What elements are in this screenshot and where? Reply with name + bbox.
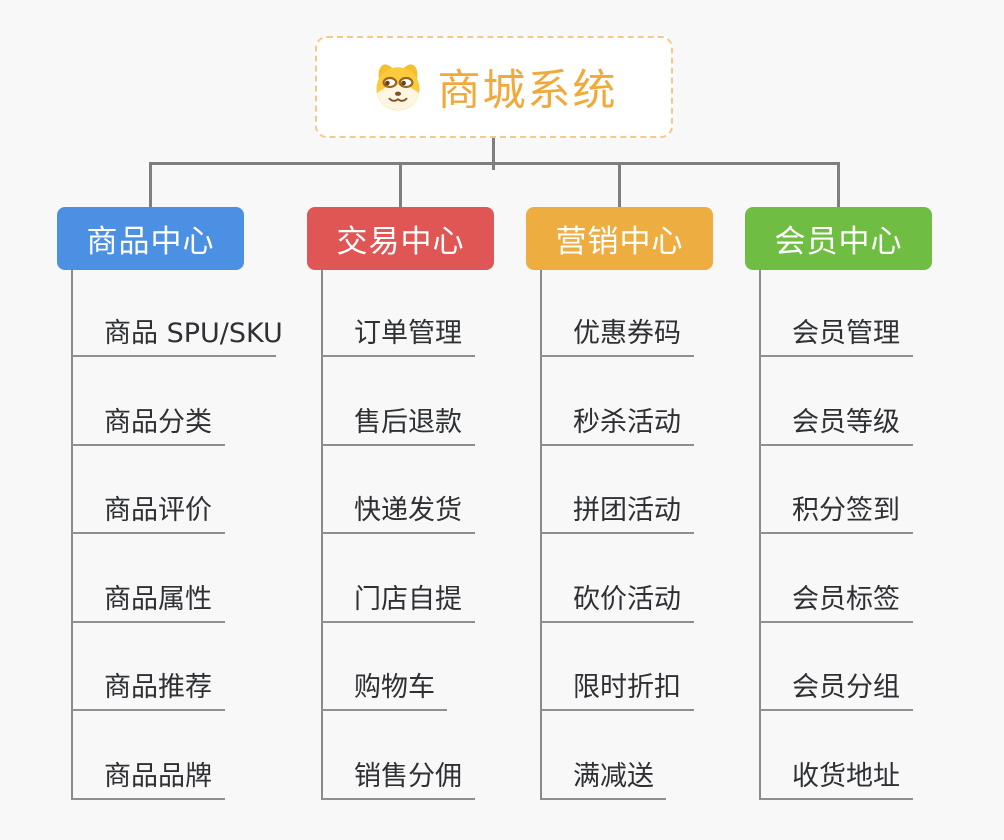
leaf-node[interactable]: 会员分组: [759, 665, 913, 711]
connector-horizontal: [149, 162, 840, 165]
branch-stem-line: [71, 270, 73, 800]
leaf-label: 优惠券码: [573, 318, 681, 350]
leaf-label: 购物车: [354, 672, 435, 704]
connector-root-stem: [492, 138, 495, 170]
leaf-label: 快递发货: [354, 495, 462, 527]
branch-stem-line: [321, 270, 323, 800]
leaf-node[interactable]: 购物车: [321, 665, 447, 711]
dog-face-icon: [371, 60, 425, 114]
leaf-node[interactable]: 会员管理: [759, 311, 913, 357]
leaf-node[interactable]: 商品 SPU/SKU: [71, 311, 283, 357]
leaf-node[interactable]: 秒杀活动: [540, 400, 694, 446]
leaf-label: 满减送: [573, 761, 654, 793]
leaf-node[interactable]: 限时折扣: [540, 665, 694, 711]
leaf-label: 商品分类: [104, 407, 212, 439]
leaf-label: 销售分佣: [354, 761, 462, 793]
leaf-label: 积分签到: [792, 495, 900, 527]
leaf-node[interactable]: 砍价活动: [540, 577, 694, 623]
leaf-node[interactable]: 销售分佣: [321, 754, 475, 800]
root-node[interactable]: 商城系统: [315, 36, 673, 138]
leaf-label: 会员分组: [792, 672, 900, 704]
leaf-label: 商品 SPU/SKU: [104, 318, 283, 350]
leaf-node[interactable]: 订单管理: [321, 311, 475, 357]
leaf-node[interactable]: 优惠券码: [540, 311, 694, 357]
leaf-node[interactable]: 商品分类: [71, 400, 225, 446]
leaf-node[interactable]: 会员等级: [759, 400, 913, 446]
leaf-label: 拼团活动: [573, 495, 681, 527]
leaf-node[interactable]: 积分签到: [759, 488, 913, 534]
leaf-label: 售后退款: [354, 407, 462, 439]
leaf-label: 会员管理: [792, 318, 900, 350]
leaf-node[interactable]: 收货地址: [759, 754, 913, 800]
leaf-node[interactable]: 快递发货: [321, 488, 475, 534]
branch-node[interactable]: 营销中心: [526, 207, 713, 270]
leaf-label: 商品推荐: [104, 672, 212, 704]
leaf-label: 会员标签: [792, 584, 900, 616]
leaf-node[interactable]: 商品评价: [71, 488, 225, 534]
leaf-label: 商品品牌: [104, 761, 212, 793]
leaf-label: 订单管理: [354, 318, 462, 350]
leaf-label: 秒杀活动: [573, 407, 681, 439]
connector-drop: [149, 164, 152, 207]
leaf-label: 商品属性: [104, 584, 212, 616]
leaf-node[interactable]: 商品属性: [71, 577, 225, 623]
branch-node[interactable]: 商品中心: [57, 207, 244, 270]
branch-stem-line: [540, 270, 542, 800]
branch-node[interactable]: 会员中心: [745, 207, 932, 270]
leaf-node[interactable]: 满减送: [540, 754, 666, 800]
connector-drop: [618, 164, 621, 207]
leaf-node[interactable]: 商品推荐: [71, 665, 225, 711]
leaf-label: 门店自提: [354, 584, 462, 616]
leaf-node[interactable]: 拼团活动: [540, 488, 694, 534]
connector-drop: [399, 164, 402, 207]
leaf-label: 商品评价: [104, 495, 212, 527]
connector-drop: [837, 164, 840, 207]
branch-stem-line: [759, 270, 761, 800]
leaf-node[interactable]: 商品品牌: [71, 754, 225, 800]
leaf-node[interactable]: 门店自提: [321, 577, 475, 623]
root-label: 商城系统: [437, 66, 618, 116]
leaf-label: 会员等级: [792, 407, 900, 439]
leaf-node[interactable]: 会员标签: [759, 577, 913, 623]
leaf-node[interactable]: 售后退款: [321, 400, 475, 446]
branch-node[interactable]: 交易中心: [307, 207, 494, 270]
leaf-label: 限时折扣: [573, 672, 681, 704]
leaf-label: 砍价活动: [573, 584, 681, 616]
leaf-label: 收货地址: [792, 761, 900, 793]
